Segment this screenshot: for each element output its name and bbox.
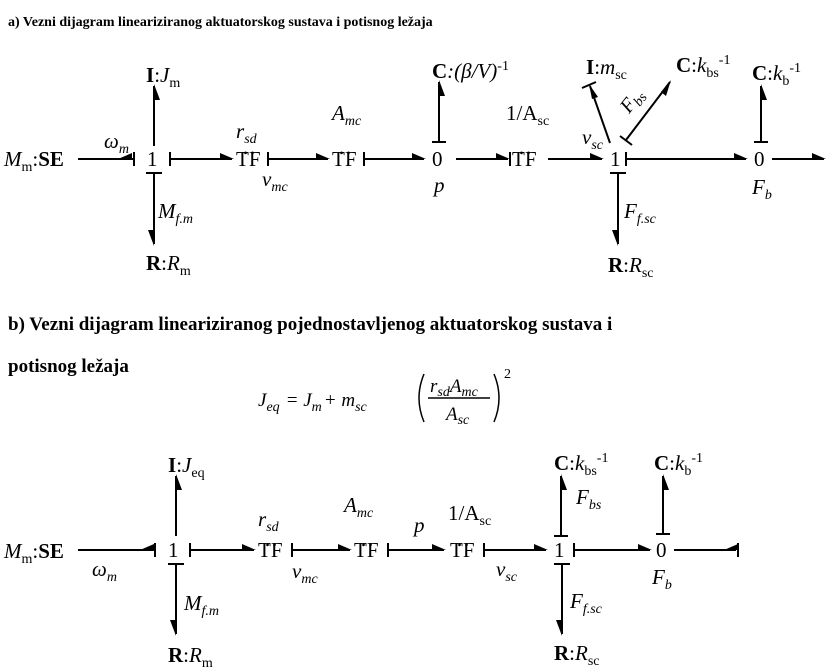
jeq-equation: Jeq= Jm+ msc rsdAmc Asc 2 [258, 367, 511, 428]
bond-a-tf1-tf2 [267, 152, 330, 166]
bond-a-0-C [432, 80, 446, 143]
Amc-label-a: Amc [330, 101, 362, 129]
svg-text:Mm:SE: Mm:SE [3, 539, 64, 567]
bond-b-tf2-tf3 [387, 543, 446, 557]
vmc-label-a: vmc [262, 167, 288, 195]
Ffsc-label-b: Ff.sc [569, 589, 603, 617]
C-beta-V-element: C:(β/V)-1 [432, 59, 509, 83]
omega-label-a: ωm [104, 129, 129, 157]
bond-b-1-R-sc [554, 563, 570, 636]
omega-label-b: ωm [92, 557, 117, 585]
tf2-dots-b: ‥ [360, 527, 374, 551]
junction-0-a1: 0 [432, 147, 443, 171]
section-a-title: a) Vezni dijagram lineariziranog aktuato… [8, 15, 433, 30]
junction-0-b: 0 [656, 538, 667, 562]
svg-text:Jeq= Jm+ msc: Jeq= Jm+ msc [258, 390, 368, 415]
rsd-label-a: rsd [236, 119, 258, 147]
bond-b-1-C-kbs [554, 474, 568, 537]
bond-b-0-out [674, 543, 739, 557]
tf3-dots-a: ‥ [518, 135, 532, 159]
bond-a-tf2-0 [363, 152, 426, 166]
bond-b-1-tf1 [189, 543, 256, 557]
bond-a-1-0 [625, 152, 748, 166]
svg-text:rsdAmc: rsdAmc [430, 376, 479, 400]
bond-b-se-1 [78, 543, 156, 557]
I-Jm-element: I:Jm [146, 63, 180, 91]
tf1-b: TF [258, 538, 283, 562]
bond-b-tf3-1 [483, 543, 548, 557]
R-Rsc-element-b: R:Rsc [554, 641, 600, 668]
vsc-label-a: vsc [582, 125, 604, 153]
C-kb-element-a: C:kb-1 [752, 61, 801, 89]
Fb-label-a: Fb [751, 175, 772, 203]
bond-a-0-tf3 [456, 152, 511, 166]
bond-a-1-R-sc [610, 172, 626, 246]
C-kb-element-b: C:kb-1 [654, 451, 703, 479]
bond-a-0-C-kb [754, 84, 768, 143]
vsc-label-b: vsc [496, 557, 518, 585]
junction-1-a1: 1 [147, 147, 158, 171]
Mfm-label-b: Mf.m [183, 591, 219, 619]
diagram-a-source: Mm:SE [3, 147, 64, 175]
p-label-a: p [432, 173, 445, 197]
tf1-dots-b: ‥ [264, 527, 278, 551]
bond-b-tf1-tf2 [291, 543, 352, 557]
diagram-b-source: Mm:SE [3, 539, 64, 567]
bond-a-1-tf1 [169, 152, 234, 166]
bond-a-1-C-kbs [619, 80, 671, 146]
tf2-a: TF [332, 147, 357, 171]
Ffsc-label-a: Ff.sc [623, 199, 657, 227]
svg-text:2: 2 [504, 367, 511, 382]
R-Rm-element-a: R:Rm [146, 251, 191, 279]
vmc-label-b: vmc [292, 559, 318, 587]
bond-b-1-0 [573, 543, 652, 557]
section-b-title-line2: potisnog ležaja [8, 356, 129, 377]
tf2-dots-a: ‥ [338, 135, 352, 159]
bond-a-1-I [153, 84, 160, 146]
Fb-label-b: Fb [651, 565, 672, 593]
rsd-label-b: rsd [258, 507, 280, 535]
bond-b-1-R [168, 563, 184, 636]
one-over-Asc-label-b: 1/Asc [448, 501, 491, 529]
R-Rsc-element-a: R:Rsc [608, 253, 654, 281]
I-msc-element: I:msc [586, 55, 627, 83]
tf3-b: TF [450, 538, 475, 562]
Amc-label-b: Amc [342, 493, 374, 521]
junction-1-b2: 1 [554, 538, 565, 562]
svg-text:Asc: Asc [444, 404, 470, 428]
bond-b-0-C-kb [656, 474, 670, 535]
junction-0-a2: 0 [754, 147, 765, 171]
Mfm-label-a: Mf.m [157, 199, 193, 227]
tf2-b: TF [354, 538, 379, 562]
svg-text:Mm:SE: Mm:SE [3, 147, 64, 175]
I-Jeq-element: I:Jeq [168, 453, 205, 481]
bond-a-se-1 [78, 152, 135, 166]
junction-1-b1: 1 [168, 538, 179, 562]
tf1-a: TF [236, 147, 261, 171]
bond-a-0-out [772, 153, 826, 160]
bond-b-1-I [175, 474, 182, 536]
bond-a-tf3-1 [548, 153, 604, 160]
bond-a-1-I-msc [581, 81, 611, 144]
tf1-dots-a: ‥ [242, 135, 256, 159]
bond-a-1-R [146, 172, 162, 246]
tf3-a: TF [512, 147, 537, 171]
C-kbs-element-a: C:kbs-1 [676, 53, 730, 81]
Fbs-label-b: Fbs [575, 485, 602, 513]
C-kbs-element-b: C:kbs-1 [554, 451, 608, 479]
tf3-dots-b: ‥ [456, 527, 470, 551]
one-over-Asc-label-a: 1/Asc [506, 101, 549, 129]
p-label-b: p [412, 513, 425, 537]
junction-1-a2: 1 [610, 147, 621, 171]
section-b-title-line1: b) Vezni dijagram lineariziranog pojedno… [8, 314, 612, 335]
R-Rm-element-b: R:Rm [168, 643, 213, 668]
